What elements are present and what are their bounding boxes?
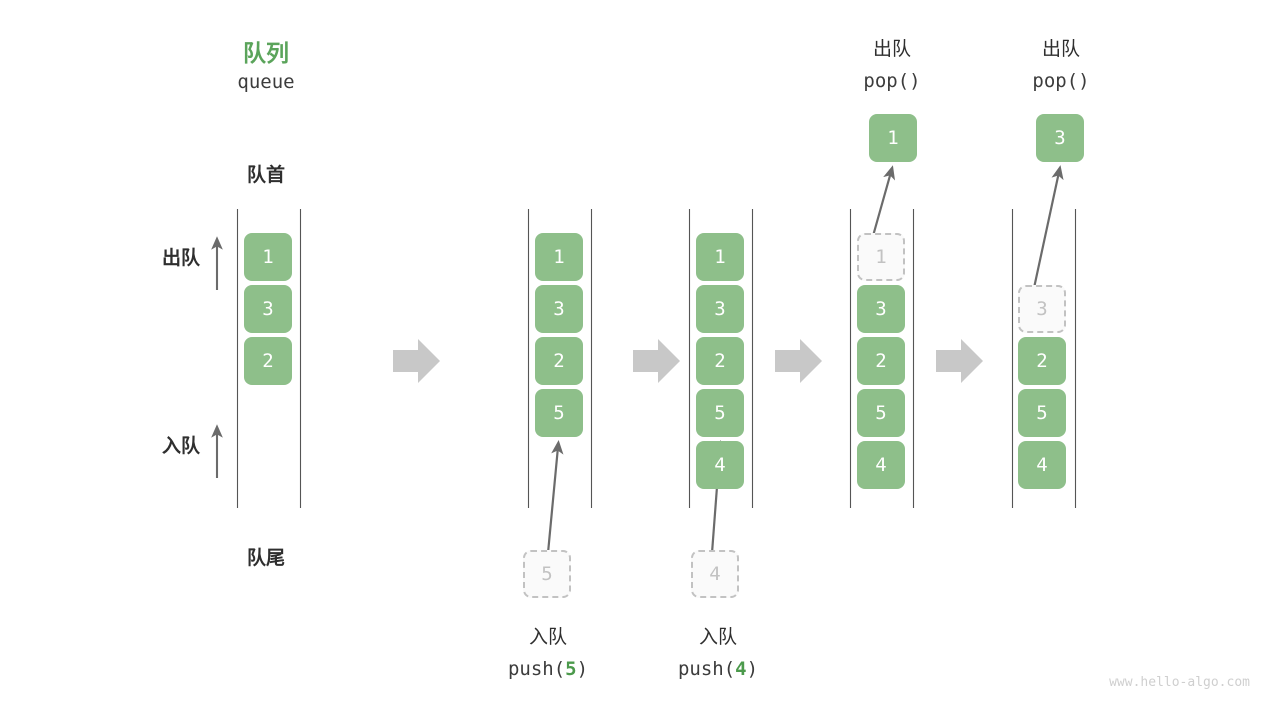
queue-cell: 1 [696, 233, 744, 281]
queue-tail-label: 队尾 [246, 547, 285, 569]
pop-1-label-cn: 出队 [872, 38, 911, 60]
dequeue-label: 出队 [161, 247, 200, 269]
pop-ghost-cell: 3 [1018, 285, 1066, 333]
watermark: www.hello-algo.com [1109, 675, 1250, 690]
pop-1-arrow [871, 165, 896, 237]
queue-cell: 3 [857, 285, 905, 333]
queue-head-label: 队首 [246, 164, 285, 186]
enqueue-label: 入队 [161, 435, 200, 457]
queue-cell: 2 [696, 337, 744, 385]
push-4-code-num: 4 [735, 658, 747, 680]
step-arrow-2 [633, 339, 680, 383]
popped-cell: 3 [1036, 114, 1084, 162]
push-5-code-prefix: push( [507, 658, 566, 680]
pop-3-label-code: pop() [1032, 70, 1090, 92]
push-5-label-code: push(5) [473, 658, 623, 680]
pop-ghost-cell: 1 [857, 233, 905, 281]
queue-cell: 5 [857, 389, 905, 437]
queue-cell: 5 [535, 389, 583, 437]
queue-cell: 1 [535, 233, 583, 281]
queue-rails [236, 209, 1077, 508]
page-title-cn: 队列 [243, 41, 289, 67]
queue-cell: 4 [696, 441, 744, 489]
push-ghost-cell: 5 [523, 550, 571, 598]
page-title-en: queue [237, 71, 295, 93]
push-4-label-code: push(4) [643, 658, 793, 680]
push-4-label-cn: 入队 [698, 626, 737, 648]
pop-3-label-cn: 出队 [1041, 38, 1080, 60]
queue-cell: 5 [696, 389, 744, 437]
queue-cell: 2 [1018, 337, 1066, 385]
queue-cell: 4 [1018, 441, 1066, 489]
pop-1-label-code: pop() [863, 70, 921, 92]
step-arrow-4 [936, 339, 983, 383]
push-5-code-num: 5 [565, 658, 577, 680]
step-arrow-1 [393, 339, 440, 383]
queue-cell: 2 [535, 337, 583, 385]
queue-cell: 3 [244, 285, 292, 333]
queue-cell: 1 [244, 233, 292, 281]
popped-cell: 1 [869, 114, 917, 162]
push-5-label-cn: 入队 [528, 626, 567, 648]
queue-cell: 5 [1018, 389, 1066, 437]
queue-cell: 4 [857, 441, 905, 489]
queue-cell: 2 [857, 337, 905, 385]
push-4-code-prefix: push( [677, 658, 736, 680]
push-5-code-suffix: ) [576, 658, 589, 680]
step-arrow-3 [775, 339, 822, 383]
queue-cell: 3 [535, 285, 583, 333]
queue-cell: 3 [696, 285, 744, 333]
push-5-arrow [546, 439, 564, 554]
push-4-code-suffix: ) [746, 658, 759, 680]
push-ghost-cell: 4 [691, 550, 739, 598]
queue-cell: 2 [244, 337, 292, 385]
pop-3-arrow [1032, 165, 1064, 289]
